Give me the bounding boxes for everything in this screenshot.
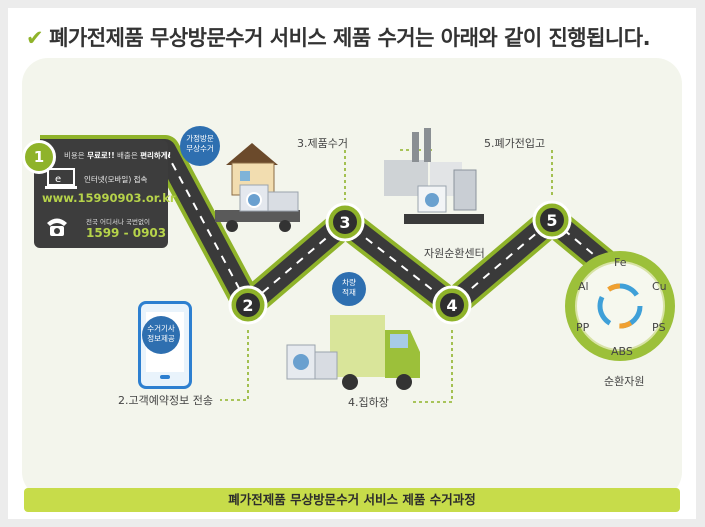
step-marker-1: 1 [22, 140, 56, 174]
recycle-gear-illustration: Fe Cu PS ABS PP Al [565, 251, 675, 361]
driver-info-bubble: 수거기사 정보제공 [142, 316, 180, 354]
step-marker-2: 2 [228, 285, 268, 325]
smartphone-home-button [160, 375, 170, 379]
svg-text:2: 2 [242, 296, 253, 315]
truck-illustration [286, 315, 420, 390]
home-visit-bubble: 가정방문 무상수거 [180, 126, 220, 166]
recycled-resources-label: 순환자원 [604, 375, 644, 388]
material-fe: Fe [614, 256, 627, 269]
page-title: ✔폐가전제품 무상방문수거 서비스 제품 수거는 아래와 같이 진행됩니다. [26, 22, 651, 52]
footer-banner: 폐가전제품 무상방문수거 서비스 제품 수거과정 [24, 488, 680, 512]
truck-load-bubble: 차량 적재 [332, 272, 366, 306]
house-illustration [226, 143, 278, 196]
svg-text:e: e [55, 174, 61, 185]
material-cu: Cu [652, 280, 667, 293]
telephone-icon [47, 218, 67, 236]
check-icon: ✔ [26, 26, 44, 50]
step-marker-5: 5 [532, 200, 572, 240]
recycle-center-label: 자원순환센터 [424, 247, 485, 260]
free-service-text: 비용은 무료로!! 배출은 편리하게! [64, 151, 172, 160]
step-marker-4: 4 [432, 285, 472, 325]
material-al: Al [578, 280, 589, 293]
step-label-3: 3.제품수거 [297, 137, 348, 150]
washer-cart-illustration [215, 184, 300, 232]
phone-label: 전국 어디서나 국번없이 [86, 218, 150, 226]
material-abs: ABS [611, 345, 633, 358]
svg-text:4: 4 [446, 296, 457, 315]
material-ps: PS [652, 321, 666, 334]
material-pp: PP [576, 321, 590, 334]
factory-illustration [384, 128, 484, 224]
page-title-text: 폐가전제품 무상방문수거 서비스 제품 수거는 아래와 같이 진행됩니다. [49, 26, 651, 50]
svg-text:3: 3 [339, 213, 350, 232]
computer-icon: e [45, 168, 77, 189]
svg-text:5: 5 [546, 211, 557, 230]
step-label-2: 2.고객예약정보 전송 [118, 393, 213, 407]
contact-info-box: 1 비용은 무료로!! 배출은 편리하게! e 인터넷(모바일) 접속 www.… [22, 140, 176, 248]
step-label-5: 5.폐가전입고 [484, 137, 545, 150]
step-label-4: 4.집하장 [348, 395, 389, 409]
website-url[interactable]: www.15990903.or.kr [42, 191, 176, 205]
step-marker-3: 3 [325, 202, 365, 242]
internet-label: 인터넷(모바일) 접속 [84, 175, 148, 184]
phone-number[interactable]: 1599 - 0903 [86, 226, 167, 240]
